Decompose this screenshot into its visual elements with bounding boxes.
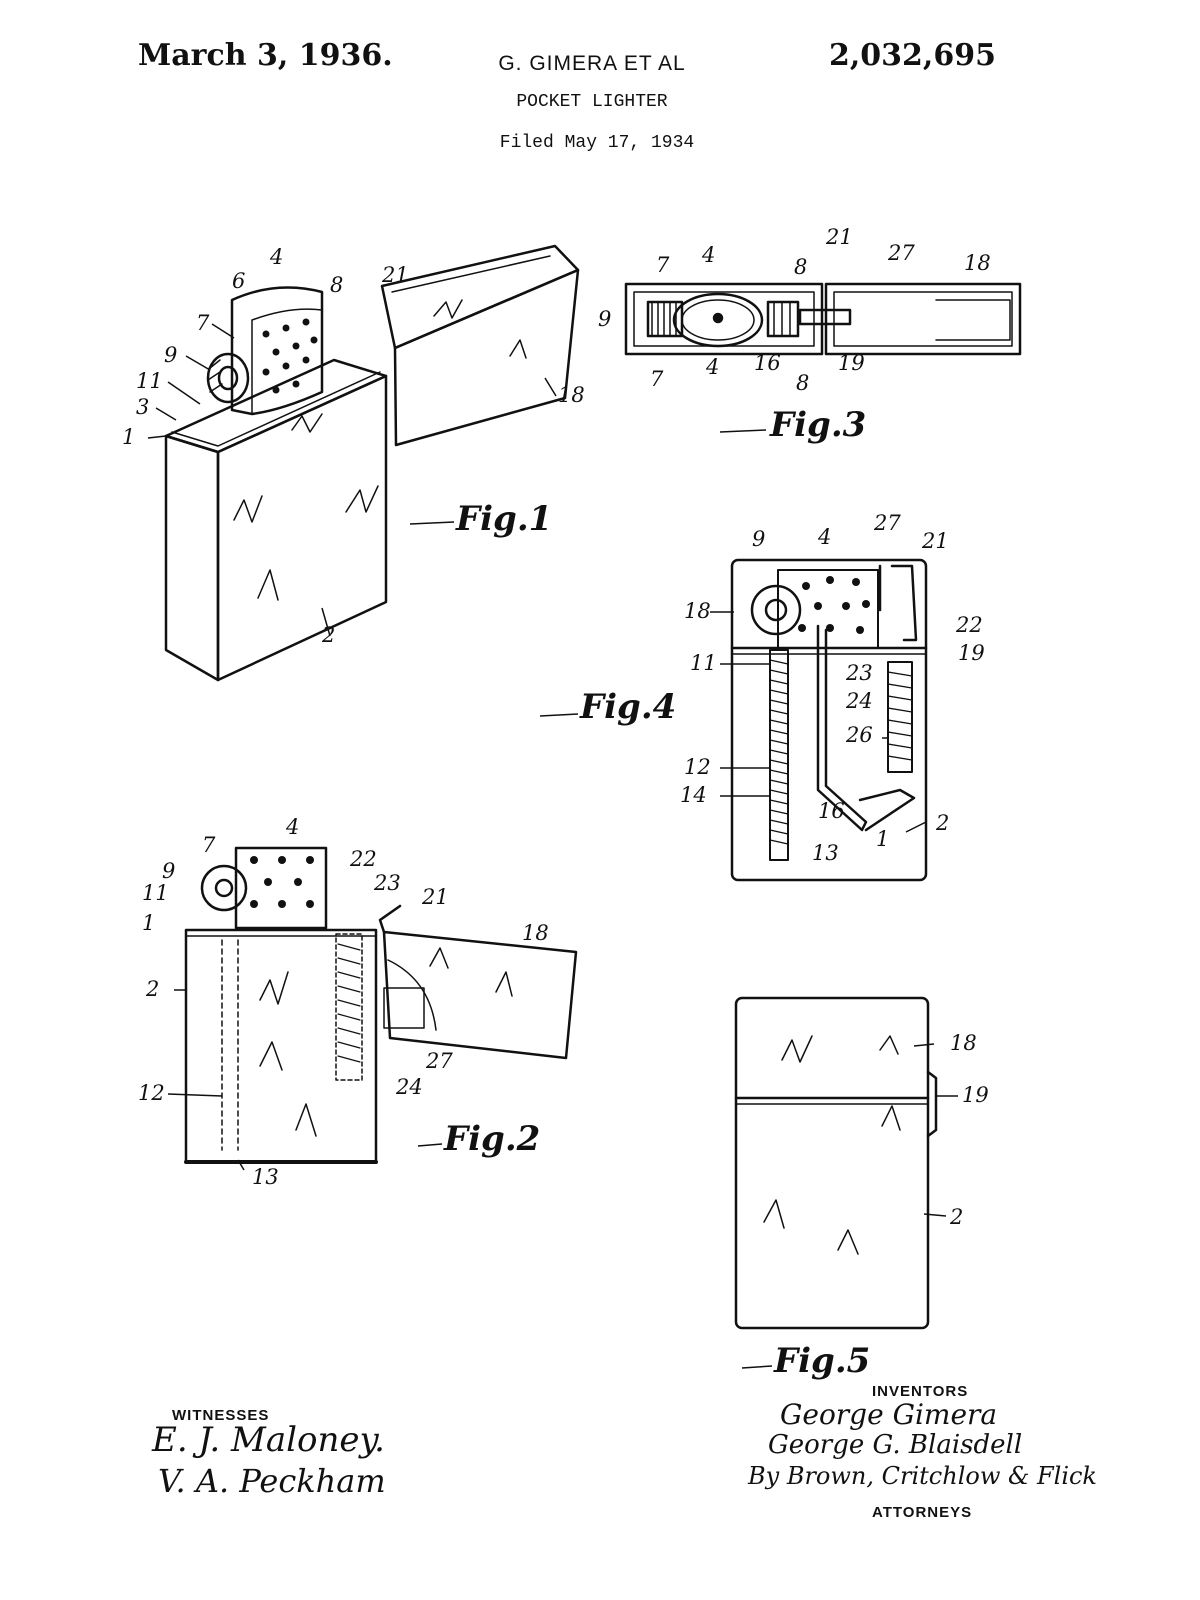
fig4-ref: 16 bbox=[818, 799, 845, 823]
witnesses-heading: WITNESSES bbox=[172, 1407, 270, 1424]
fig3-ref: 8 bbox=[796, 371, 809, 395]
filed-date: Filed May 17, 1934 bbox=[499, 133, 695, 153]
figure-1-drawing bbox=[164, 244, 580, 682]
fig1-ref: 8 bbox=[330, 273, 343, 297]
fig5-label: Fig.5 bbox=[773, 1341, 870, 1381]
fig3-ref: 4 bbox=[701, 243, 715, 267]
fig3-ref: 8 bbox=[794, 255, 807, 279]
fig4-label: Fig.4 bbox=[579, 687, 676, 727]
fig3-ref: 16 bbox=[754, 351, 781, 375]
patent-date: March 3, 1936. bbox=[138, 38, 393, 73]
fig3-ref: 7 bbox=[656, 253, 670, 277]
fig2-ref: 1 bbox=[142, 911, 155, 935]
inventors-heading: INVENTORS bbox=[872, 1383, 969, 1400]
fig2-ref: 12 bbox=[138, 1081, 165, 1105]
attorneys-heading: ATTORNEYS bbox=[872, 1504, 973, 1521]
fig1-ref: 4 bbox=[269, 245, 283, 269]
attorney-signature: By Brown, Critchlow & Flick bbox=[748, 1462, 1097, 1490]
witness-signature: E. J. Maloney. bbox=[152, 1420, 385, 1460]
fig2-ref: 7 bbox=[202, 833, 216, 857]
fig2-ref: 22 bbox=[349, 847, 377, 871]
fig5-ref: 19 bbox=[962, 1083, 989, 1107]
fig4-ref: 18 bbox=[684, 599, 711, 623]
fig4-ref: 27 bbox=[873, 511, 901, 535]
figure-3-drawing bbox=[624, 282, 1022, 356]
fig2-ref: 18 bbox=[522, 921, 549, 945]
figure-4-drawing bbox=[730, 558, 928, 882]
fig3-label: Fig.3 bbox=[769, 405, 866, 445]
fig4-ref: 1 bbox=[876, 827, 889, 851]
fig1-ref: 3 bbox=[136, 395, 149, 419]
fig3-ref: 18 bbox=[964, 251, 991, 275]
fig3-ref: 4 bbox=[705, 355, 719, 379]
inventor-line: G. GIMERA ET AL bbox=[498, 52, 686, 75]
fig2-ref: 13 bbox=[252, 1165, 279, 1189]
fig3-ref: 9 bbox=[598, 307, 611, 331]
fig5-ref: 18 bbox=[950, 1031, 977, 1055]
inventor-signature: George G. Blaisdell bbox=[768, 1430, 1023, 1460]
fig4-ref: 19 bbox=[958, 641, 985, 665]
fig4-ref: 22 bbox=[955, 613, 983, 637]
patent-number: 2,032,695 bbox=[828, 38, 996, 73]
fig4-ref: 14 bbox=[680, 783, 707, 807]
fig4-ref: 4 bbox=[817, 525, 831, 549]
fig1-ref: 2 bbox=[321, 623, 335, 647]
fig4-ref: 26 bbox=[845, 723, 873, 747]
patent-title: POCKET LIGHTER bbox=[516, 92, 668, 112]
witness-signature: V. A. Peckham bbox=[158, 1462, 386, 1500]
fig2-ref: 23 bbox=[373, 871, 401, 895]
figure-5-drawing bbox=[734, 996, 938, 1330]
fig2-ref: 9 bbox=[162, 859, 175, 883]
fig1-label: Fig.1 bbox=[455, 499, 552, 539]
fig4-ref: 11 bbox=[690, 651, 717, 675]
fig2-ref: 4 bbox=[285, 815, 299, 839]
fig4-ref: 13 bbox=[812, 841, 839, 865]
fig1-ref: 1 bbox=[122, 425, 135, 449]
fig1-ref: 21 bbox=[381, 263, 409, 287]
fig1-ref: 7 bbox=[196, 311, 210, 335]
fig1-ref: 11 bbox=[136, 369, 163, 393]
fig4-ref: 23 bbox=[845, 661, 873, 685]
fig2-label: Fig.2 bbox=[443, 1119, 540, 1159]
fig4-ref: 9 bbox=[752, 527, 765, 551]
fig5-ref: 2 bbox=[949, 1205, 963, 1229]
fig4-ref: 12 bbox=[684, 755, 711, 779]
fig4-ref: 2 bbox=[935, 811, 949, 835]
fig3-ref: 19 bbox=[838, 351, 865, 375]
fig2-ref: 2 bbox=[145, 977, 159, 1001]
fig2-ref: 24 bbox=[395, 1075, 423, 1099]
fig1-ref: 9 bbox=[164, 343, 177, 367]
fig2-ref: 27 bbox=[425, 1049, 453, 1073]
fig4-ref: 24 bbox=[845, 689, 873, 713]
fig3-ref: 21 bbox=[825, 225, 853, 249]
inventor-signature: George Gimera bbox=[780, 1398, 998, 1431]
fig1-ref: 18 bbox=[558, 383, 585, 407]
fig3-ref: 27 bbox=[887, 241, 915, 265]
fig3-ref: 7 bbox=[650, 367, 664, 391]
fig1-ref: 6 bbox=[232, 269, 245, 293]
figure-2-drawing bbox=[184, 846, 578, 1164]
fig2-ref: 11 bbox=[142, 881, 169, 905]
fig2-ref: 21 bbox=[421, 885, 449, 909]
fig4-ref: 21 bbox=[921, 529, 949, 553]
